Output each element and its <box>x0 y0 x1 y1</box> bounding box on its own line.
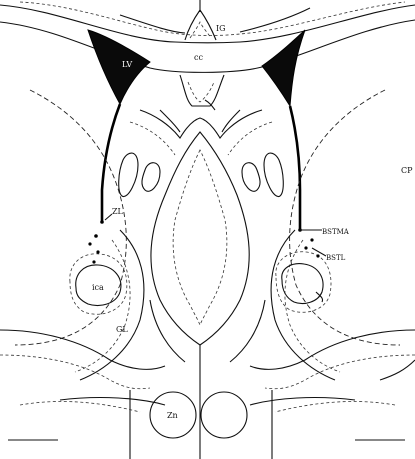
lateral-ventricle-left <box>88 30 150 104</box>
label-zn: Zn <box>167 411 178 420</box>
septum <box>160 75 240 132</box>
inner-shells <box>75 230 340 380</box>
label-bstma: BSTMA <box>322 228 350 236</box>
ventricle-wall-right <box>290 106 300 230</box>
label-cc: cc <box>194 53 203 62</box>
septal-nuclei <box>119 153 284 196</box>
label-zl: ZL <box>112 207 124 216</box>
zona-nucleus-right <box>201 392 247 438</box>
label-gl: GL <box>116 325 128 334</box>
internal-capsule-right <box>276 252 331 313</box>
corpus-callosum <box>0 2 415 72</box>
outer-contours <box>0 90 415 389</box>
label-lv: LV <box>122 60 132 69</box>
central-septum <box>151 132 249 345</box>
label-ig: IG <box>216 24 226 33</box>
ventricle-wall-left <box>102 104 120 222</box>
basal-region <box>8 345 415 459</box>
lateral-ventricle-right <box>262 30 305 106</box>
label-bstl: BSTL <box>326 254 346 262</box>
label-cp: CP <box>401 166 413 175</box>
indusium-griseum <box>185 0 216 40</box>
label-ica: ica <box>92 283 104 292</box>
leader-lines <box>105 214 326 256</box>
